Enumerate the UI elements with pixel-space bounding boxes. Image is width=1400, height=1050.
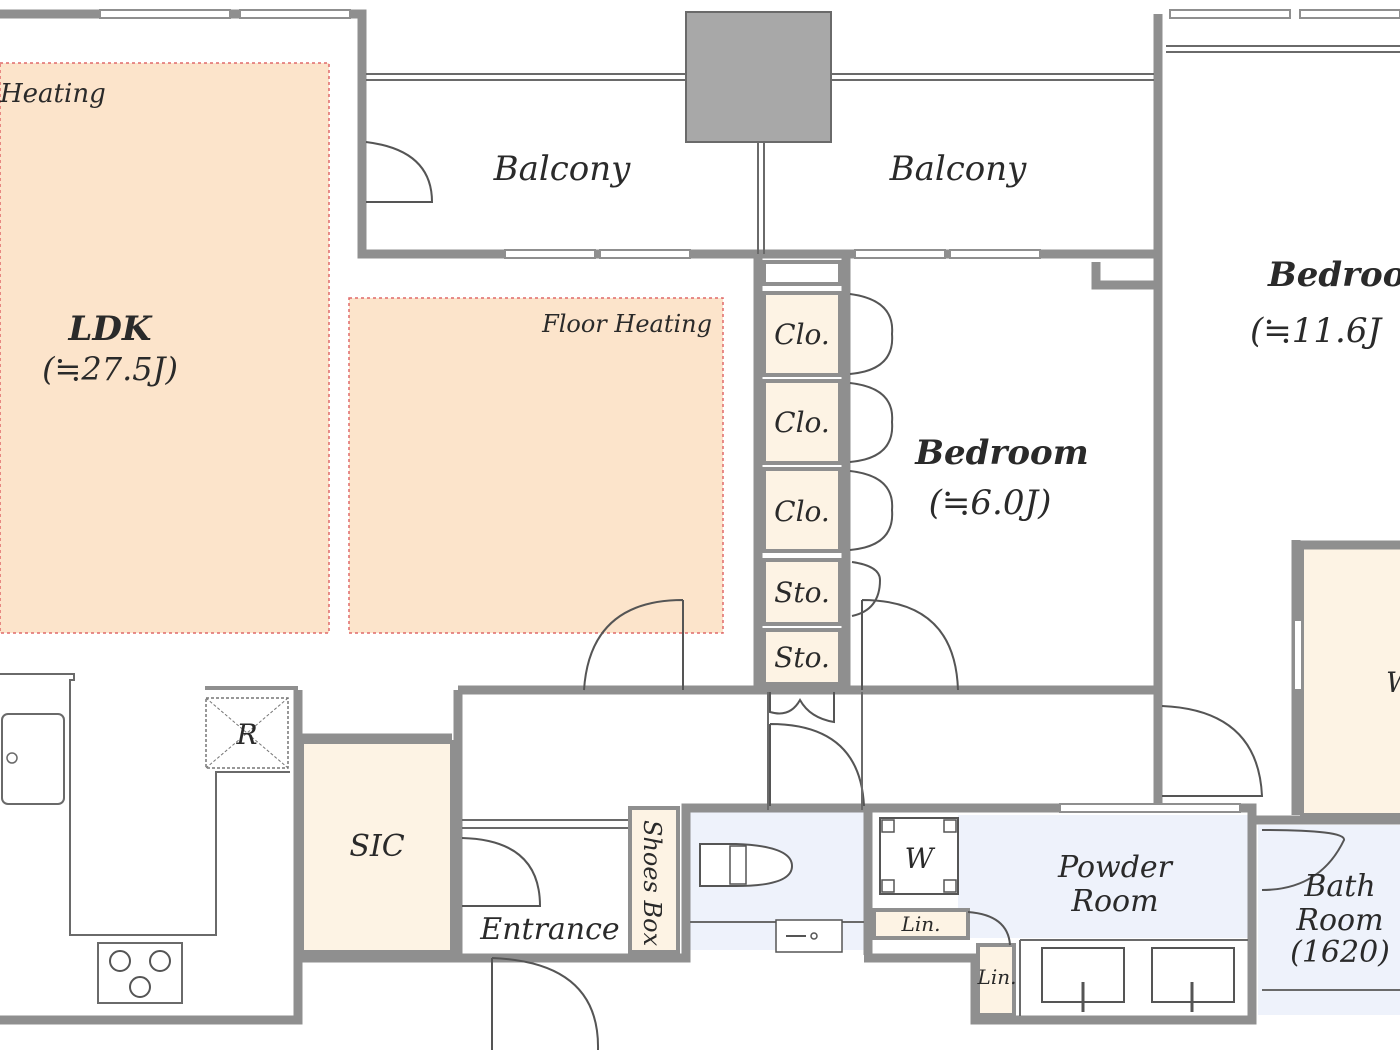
closet-2 [762,379,842,465]
balcony-door [365,141,434,203]
entrance-door [491,957,600,1050]
sic-storage [300,740,454,954]
window [854,249,946,259]
storage-2 [762,628,842,686]
burner [149,950,171,972]
wall-bedroom-right-small [1091,262,1154,290]
closet-top-shelf [762,260,842,286]
window [1059,803,1241,813]
ldk-heating-label: Heating [0,79,106,109]
refrigerator-cross [205,697,289,769]
closet-double-door [769,692,835,724]
sic-label: SIC [349,829,404,864]
entrance-inner-door [461,837,542,907]
bath-room-area [1258,825,1400,1015]
vanity-sink-2 [1151,947,1235,1003]
window [1293,619,1303,691]
floor-heating-label: Floor Heating [541,310,712,338]
bath-door [1261,829,1345,891]
closet-2-label: Clo. [774,406,830,439]
bath-room-size-label: (1620) [1290,935,1390,970]
linen-storage-1 [872,908,970,940]
washer-corner [881,819,895,833]
shoes-box-storage [628,806,680,954]
entrance-label: Entrance [479,912,619,947]
toilet-tank [729,845,747,885]
window [1299,9,1400,19]
burner [109,950,131,972]
window [99,9,231,19]
washer-label: W [905,842,936,875]
closet-1 [762,291,842,377]
storage-1-label: Sto. [774,576,830,609]
linen-storage-2 [976,943,1016,1017]
bedroom-door [861,599,959,691]
shoes-box-label: Shoes Box [638,820,666,947]
washer-corner [943,879,957,893]
bath-room-label-1: Bath [1303,869,1375,904]
wall-bottom [298,803,1257,1025]
closet-3 [762,467,842,553]
washer-corner [943,819,957,833]
window [949,249,1041,259]
balcony-left-label: Balcony [493,149,632,189]
hall-door [769,723,865,807]
linen-door [967,911,1011,946]
right-bedroom-door [1161,705,1264,797]
bedroom-right-label: Bedroo [1267,255,1400,295]
washer-corner [881,879,895,893]
bedroom-size-label: (≒6.0J) [929,483,1052,523]
balcony-right-label: Balcony [889,149,1028,189]
storage-2-label: Sto. [774,641,830,674]
burner [129,976,151,998]
walk-in-closet-label: W [1386,666,1400,699]
sink-drain [6,752,18,764]
toilet-hand-basin [775,919,843,953]
window [599,249,691,259]
refrigerator-cross [205,697,289,769]
bedroom-label: Bedroom [914,433,1088,473]
basin-drain [810,932,818,940]
powder-room-area [958,815,1248,938]
storage-1 [762,558,842,626]
ldk-size-label: (≒27.5J) [42,350,178,388]
bath-room-label-2: Room [1295,903,1383,938]
kitchen-counter [0,673,290,936]
kitchen-sink [1,713,65,805]
window [239,9,351,19]
structural-column [685,11,832,143]
stove [97,942,183,1004]
bedroom-right-size-label: (≒11.6J [1250,311,1383,351]
closet-3-label: Clo. [774,495,830,528]
closet-door [849,293,894,375]
linen-1-label: Lin. [901,912,941,936]
washer-space [879,817,959,895]
ldk-door [583,599,684,691]
closet-1-label: Clo. [774,318,830,351]
refrigerator-label: R [235,718,257,751]
powder-room-label-1: Powder [1057,850,1174,885]
linen-2-label: Lin. [977,965,1017,989]
powder-room-label-2: Room [1070,884,1158,919]
ldk-floor-heating-zone [0,62,330,634]
wall-kitchen-right [0,690,303,1025]
ldk-label: LDK [68,309,153,349]
window [1169,9,1291,19]
floor-heating-zone [348,297,724,634]
window [504,249,596,259]
closet-door [849,382,894,463]
closet-door [849,470,894,551]
closet-door [851,561,882,617]
